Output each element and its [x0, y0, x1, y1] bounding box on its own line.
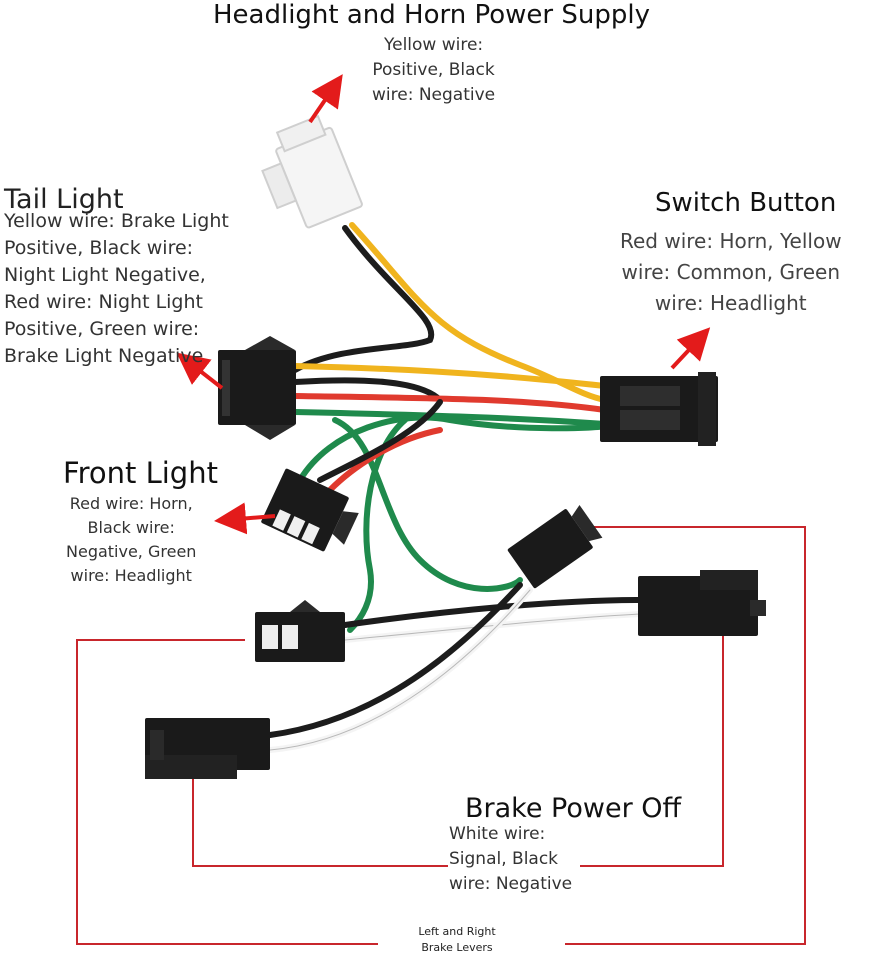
tail-light-desc-line: Red wire: Night Light [4, 291, 203, 313]
front-light-desc-line: Negative, Green [66, 542, 197, 561]
wire-green-front [297, 414, 608, 483]
wire-white-brake-left-edge [269, 589, 531, 751]
brake-power-off-desc: White wire: Signal, Black wire: Negative [449, 822, 572, 897]
switch-button-connector [600, 372, 718, 446]
switch-button-desc-line: Red wire: Horn, Yellow [620, 229, 842, 253]
tail-light-desc: Yellow wire: Brake Light Positive, Black… [4, 208, 229, 370]
front-light-desc: Red wire: Horn, Black wire: Negative, Gr… [66, 492, 196, 588]
arrow-tail-light [176, 352, 224, 390]
front-light-title: Front Light [63, 456, 218, 490]
tail-light-title: Tail Light [4, 184, 124, 215]
switch-button-desc-line: wire: Common, Green [621, 260, 841, 284]
brake-connector-small [507, 504, 603, 589]
tail-light-desc-line: Brake Light Negative [4, 345, 204, 367]
front-light-desc-line: Black wire: [87, 518, 175, 537]
arrow-headlight-horn [308, 74, 343, 124]
connectors [145, 114, 766, 779]
wire-green-tail [292, 409, 608, 427]
headlight-horn-desc-line: wire: Negative [372, 85, 496, 105]
switch-button-desc: Red wire: Horn, Yellow wire: Common, Gre… [620, 226, 842, 319]
wire-yellow-top [349, 222, 608, 403]
brake-power-off-desc-line: Signal, Black [449, 849, 559, 869]
wire-yellow-tail [292, 363, 608, 389]
bracket-outer [76, 639, 378, 945]
wires [267, 222, 643, 753]
headlight-horn-desc-line: Yellow wire: [383, 35, 484, 55]
bracket-inner [192, 770, 448, 867]
headlight-horn-desc: Yellow wire: Positive, Black wire: Negat… [372, 33, 495, 108]
wire-red-front [327, 427, 443, 493]
brake-connector-right [638, 570, 766, 636]
bracket-inner-right [580, 620, 724, 867]
front-light-desc-line: Red wire: Horn, [69, 494, 193, 513]
bracket-outer-right [565, 526, 806, 945]
wire-black-tail [292, 377, 443, 403]
brake-levers-label-line: Brake Levers [421, 941, 493, 954]
brake-levers-label: Left and Right Brake Levers [392, 924, 522, 956]
switch-button-title: Switch Button [655, 188, 837, 218]
arrow-switch-button [670, 327, 711, 370]
front-light-desc-line: wire: Headlight [70, 566, 192, 585]
arrow-front-light [214, 502, 276, 535]
tail-light-desc-line: Positive, Black wire: [4, 237, 194, 259]
headlight-horn-desc-line: Positive, Black [372, 60, 495, 80]
tail-light-desc-line: Positive, Green wire: [4, 318, 200, 340]
wire-black-front [317, 399, 443, 483]
headlight-horn-connector [261, 114, 363, 229]
brake-power-off-desc-line: wire: Negative [449, 874, 573, 894]
tail-light-connector [218, 336, 296, 440]
wire-red-tail [292, 393, 608, 413]
tail-light-desc-line: Yellow wire: Brake Light [4, 210, 229, 232]
brake-connector-left [145, 718, 270, 779]
wire-black-brake-left [267, 582, 523, 738]
headlight-horn-title: Headlight and Horn Power Supply [213, 0, 650, 30]
brake-lever-bracket [76, 526, 806, 945]
wire-black-top [292, 225, 435, 373]
tail-light-desc-line: Night Light Negative, [4, 264, 206, 286]
brake-connector-center [255, 600, 345, 662]
wire-green-brake [332, 417, 523, 592]
brake-power-off-desc-line: White wire: [449, 824, 546, 844]
brake-power-off-title: Brake Power Off [465, 793, 682, 824]
callout-arrows [176, 74, 711, 535]
brake-levers-label-line: Left and Right [418, 925, 496, 938]
front-light-connector [261, 468, 359, 552]
switch-button-desc-line: wire: Headlight [654, 291, 807, 315]
